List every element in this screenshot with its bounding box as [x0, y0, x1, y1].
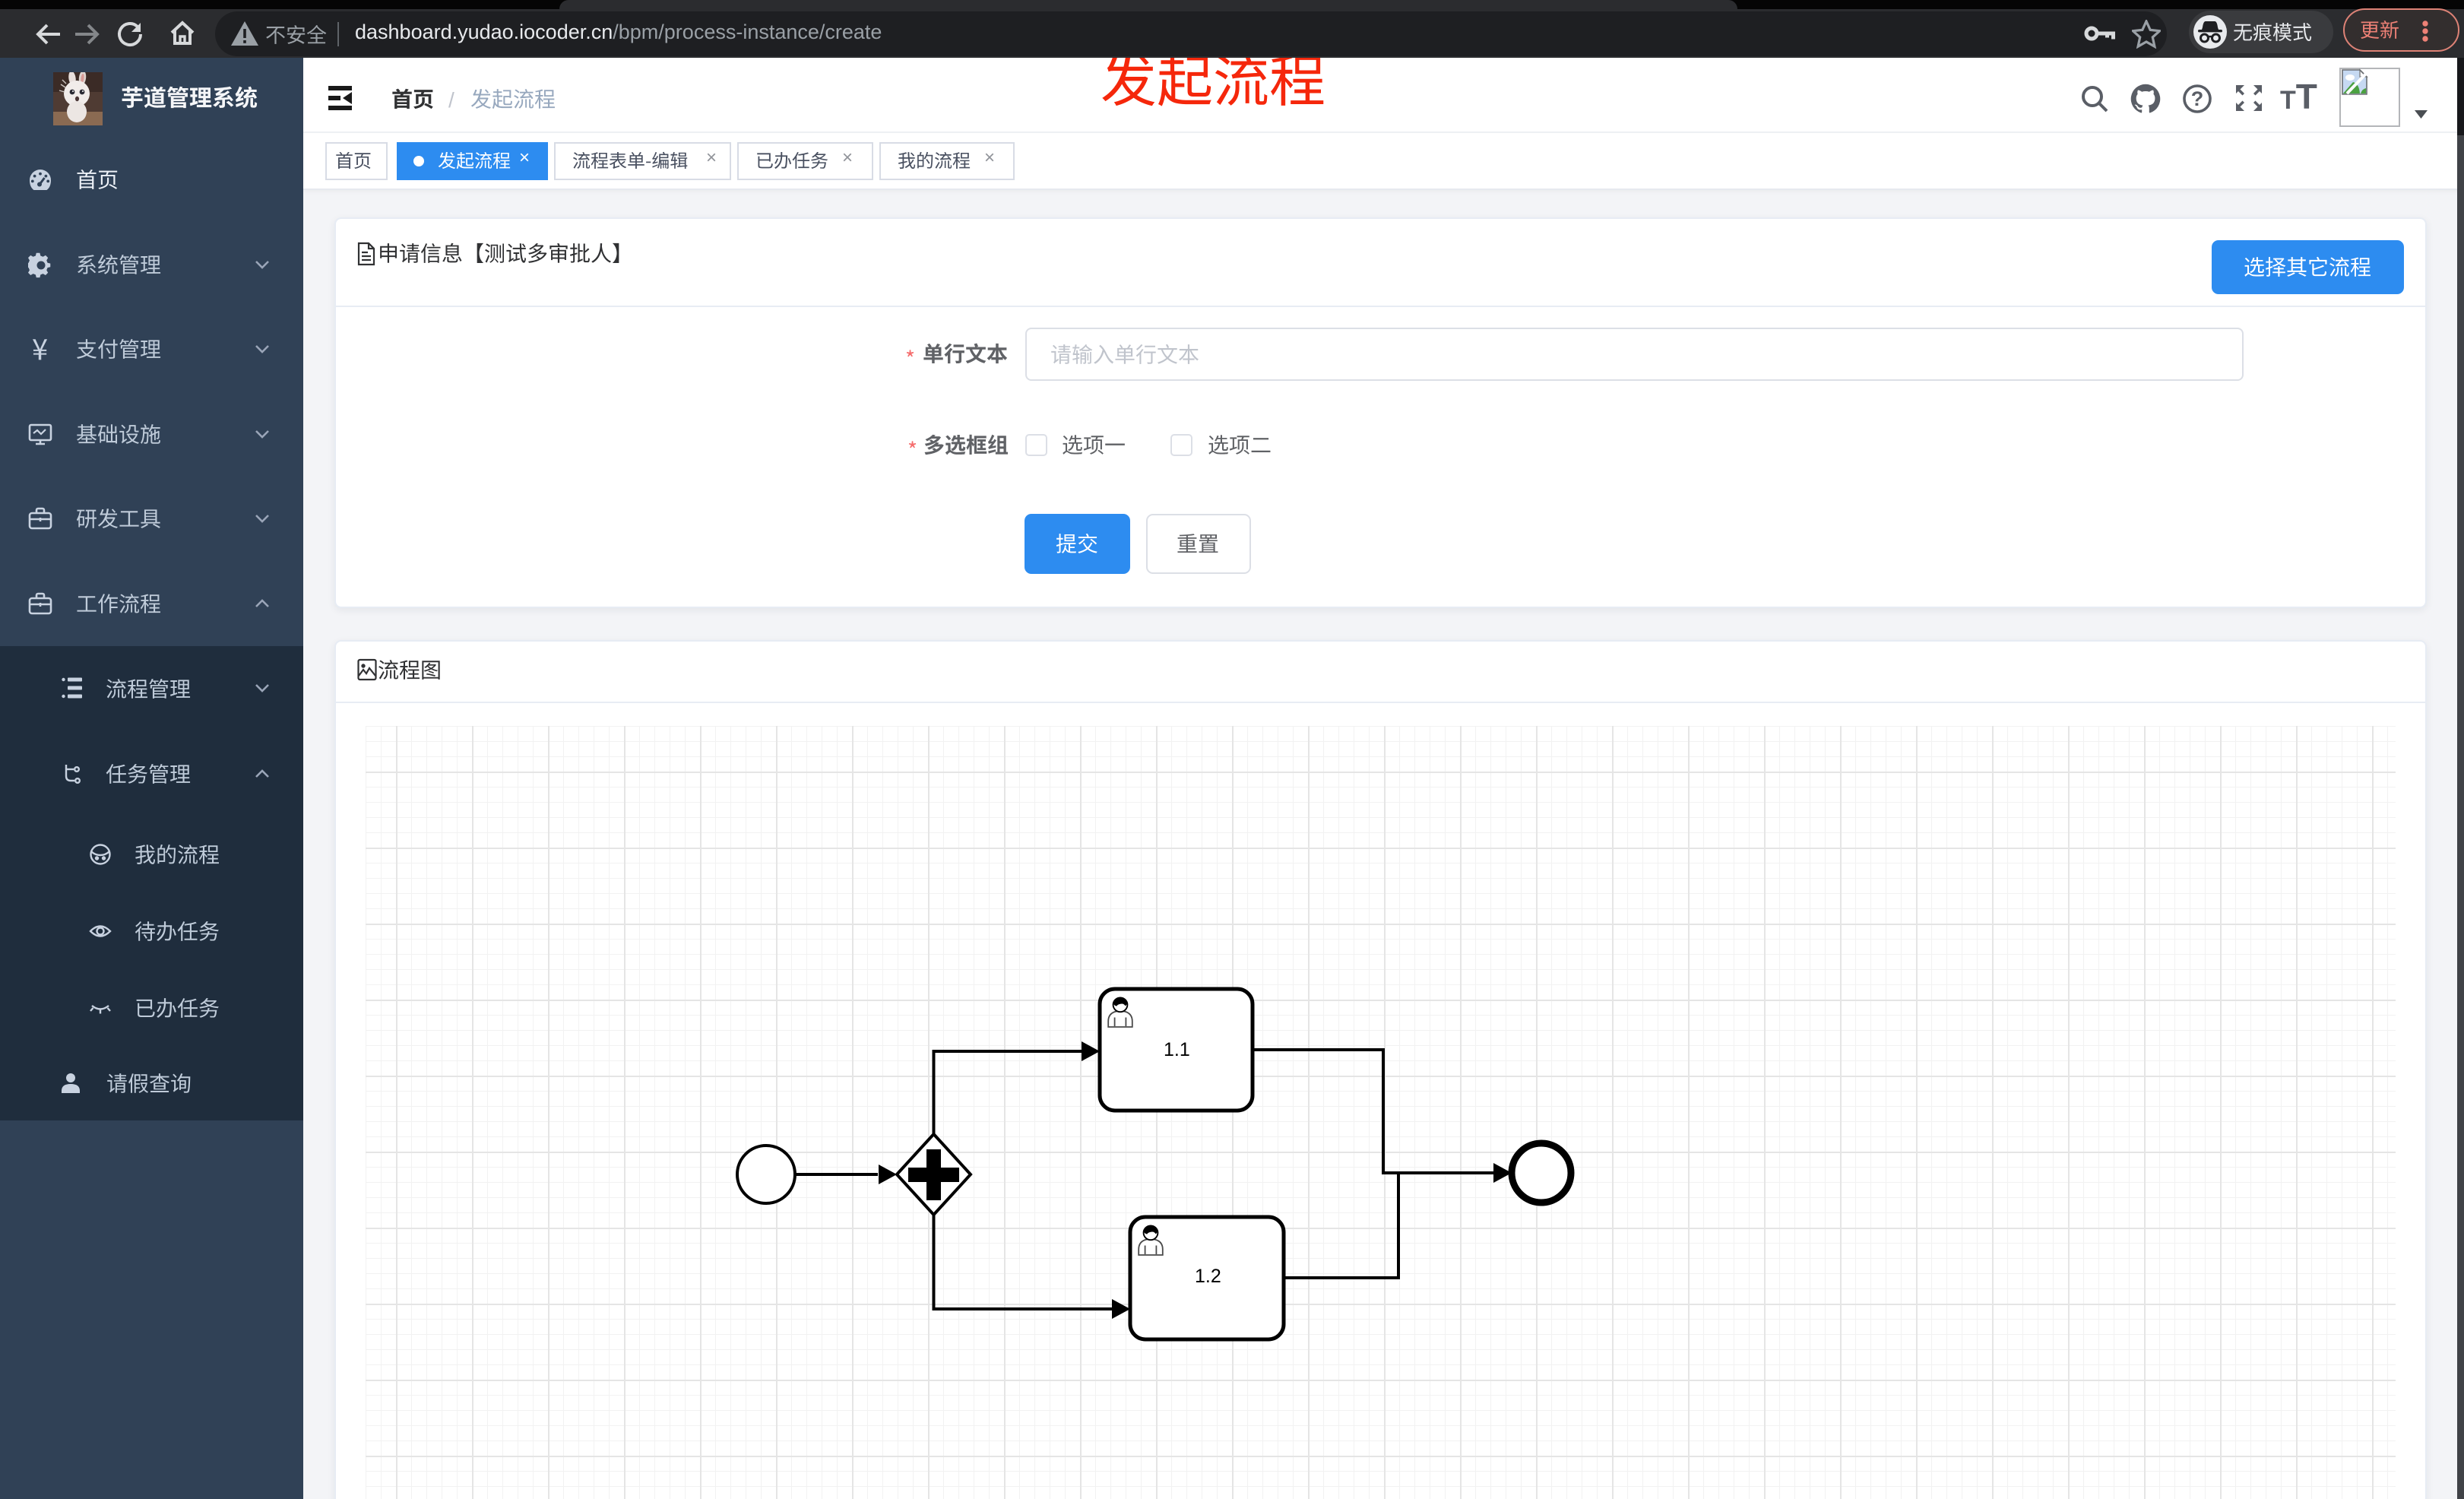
svg-text:?: ? — [2191, 87, 2204, 110]
